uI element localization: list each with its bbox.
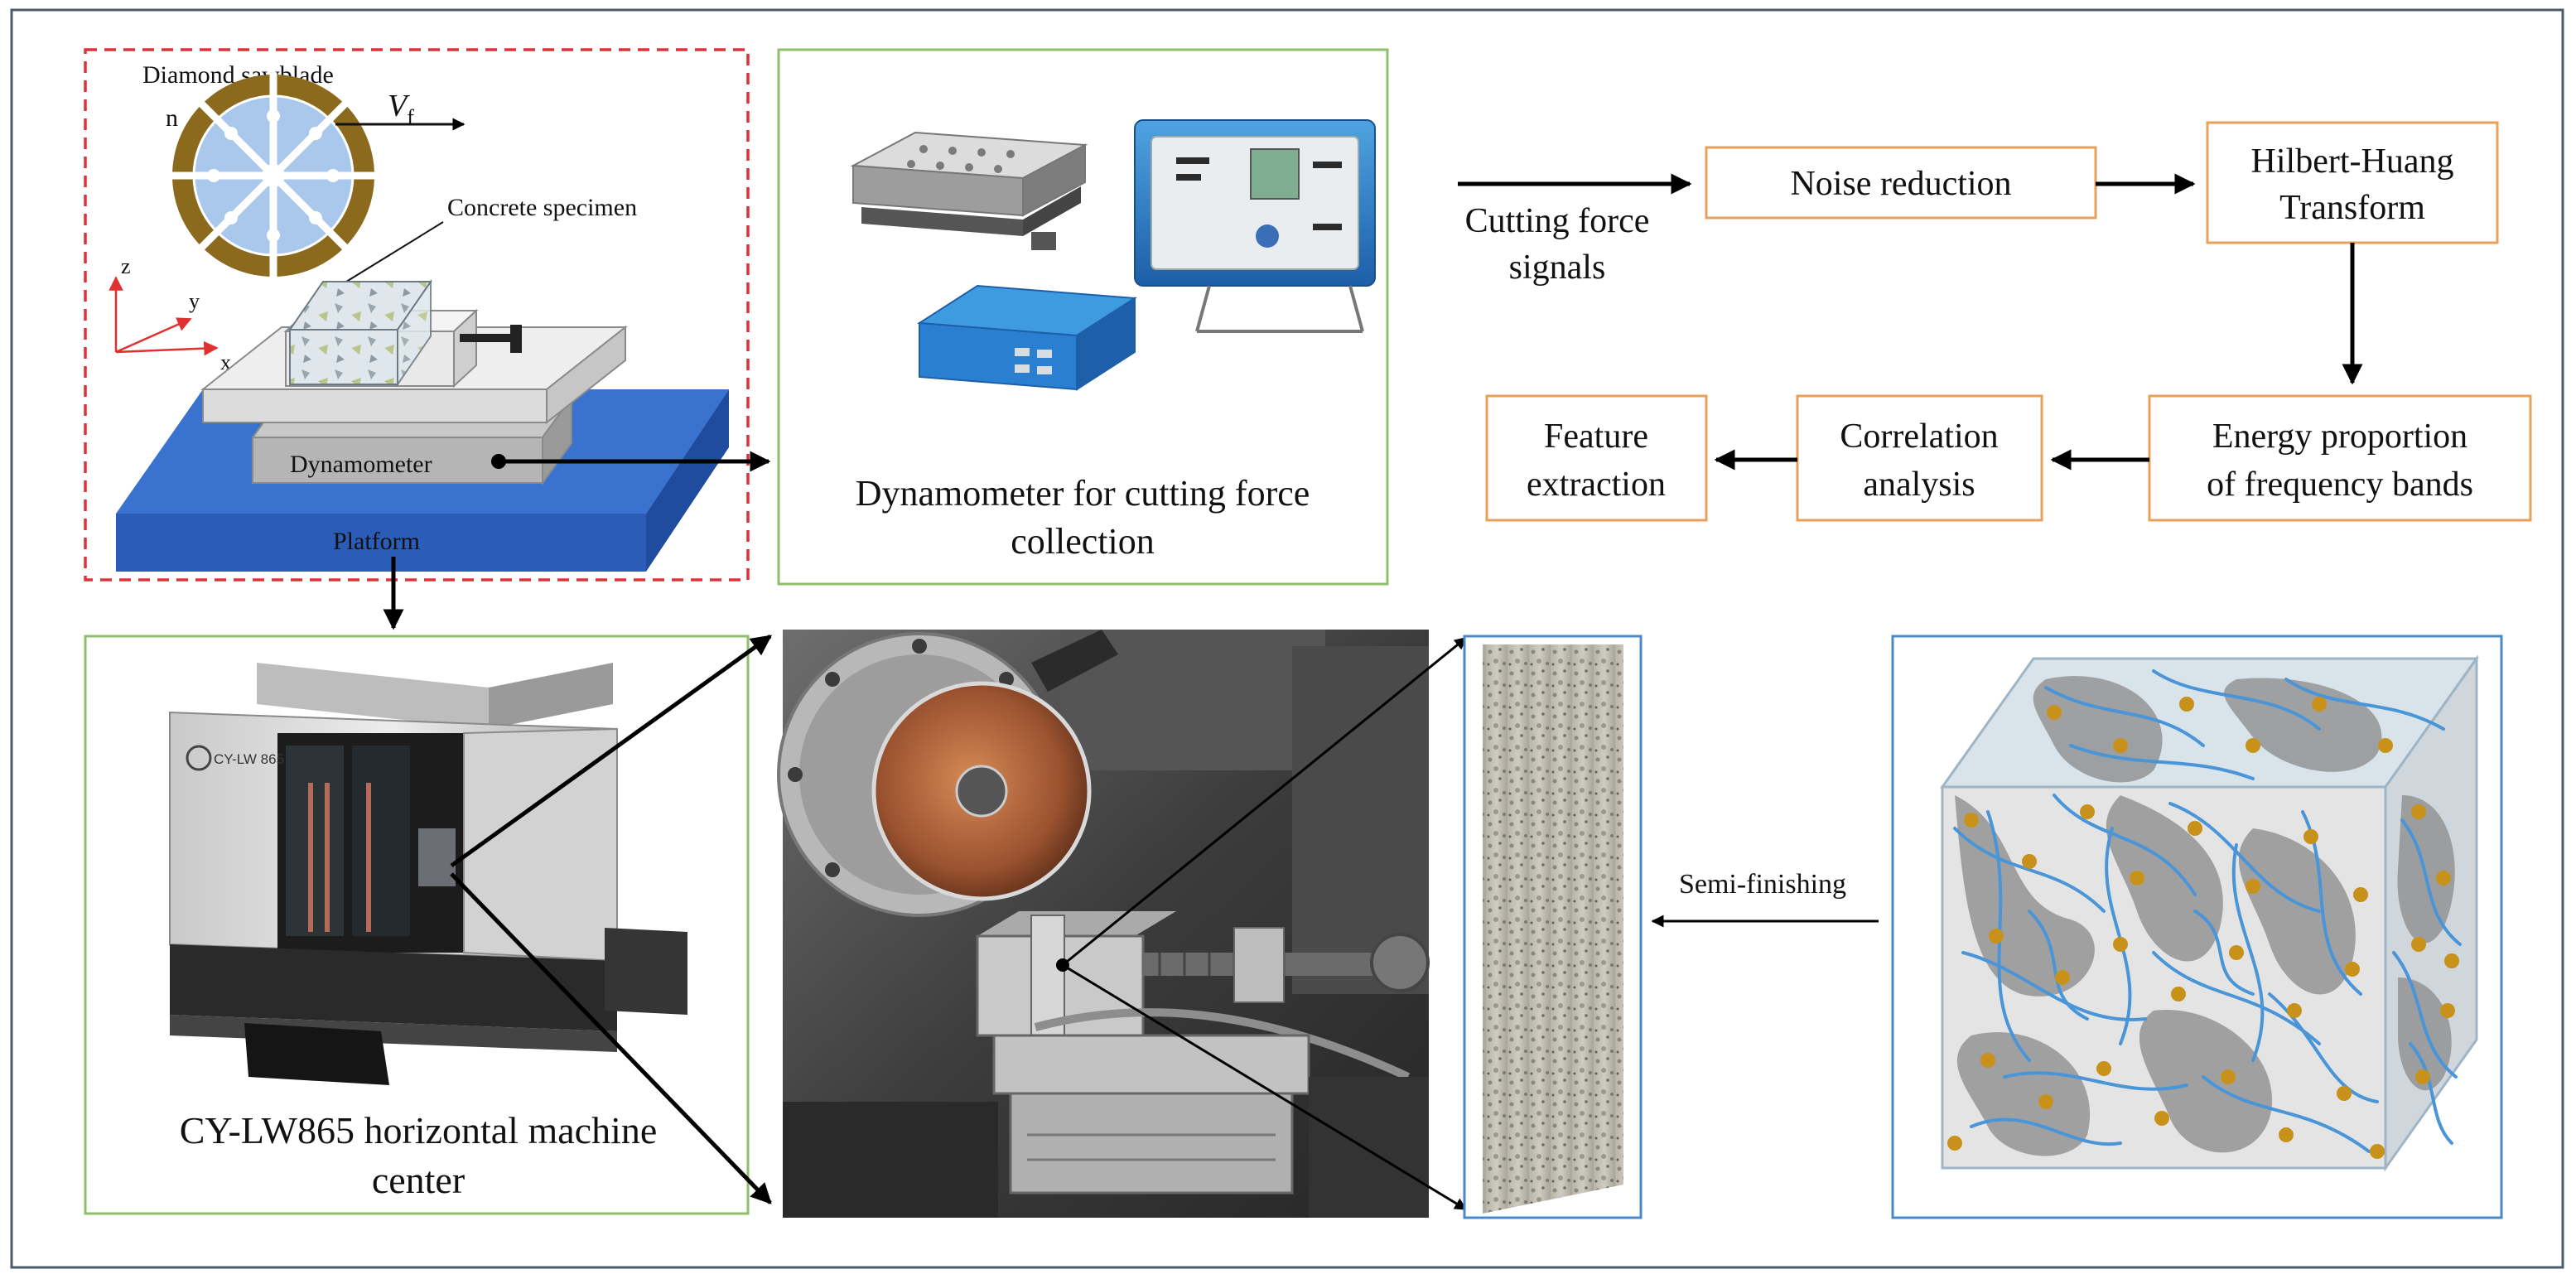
axis-y-label: y bbox=[189, 289, 200, 313]
arrow-photo-to-specimen-bottom bbox=[1062, 963, 1468, 1211]
correlation-box bbox=[1796, 394, 2043, 522]
arrow-machine-to-photo-top bbox=[450, 634, 773, 868]
machine-caption-line1: CY-LW865 horizontal machine bbox=[180, 1109, 658, 1151]
dynamometer-caption-line2: collection bbox=[1011, 521, 1155, 562]
arrow-machine-to-photo-bottom bbox=[450, 872, 772, 1204]
flow-input-line1: Cutting force bbox=[1465, 202, 1650, 240]
noise-reduction-label: Noise reduction bbox=[1790, 165, 2011, 203]
semi-finishing-label: Semi-finishing bbox=[1679, 869, 1846, 900]
hht-label-line1: Hilbert-Huang bbox=[2251, 142, 2454, 181]
dynamometer-caption-line1: Dynamometer for cutting force bbox=[856, 473, 1310, 514]
platform-label: Platform bbox=[333, 528, 420, 555]
daq-box-icon bbox=[916, 284, 1138, 391]
hht-label-line2: Transform bbox=[2279, 189, 2425, 227]
energy-label-line2: of frequency bands bbox=[2207, 466, 2473, 504]
outer-frame bbox=[10, 8, 2564, 1269]
axis-z-label: z bbox=[121, 254, 131, 278]
machine-panel: CY-LW 865 CY-LW865 horizontal machine ce… bbox=[84, 635, 750, 1215]
rotation-label: n bbox=[166, 104, 178, 132]
correlation-label-line2: analysis bbox=[1863, 466, 1975, 504]
fiber-concrete-cube bbox=[1940, 654, 2479, 1172]
concrete-specimen-photo bbox=[1483, 644, 1623, 1214]
specimen-leader bbox=[339, 221, 444, 287]
feed-label: Vf bbox=[388, 89, 414, 129]
concrete-specimen bbox=[288, 278, 432, 388]
charge-amplifier-icon bbox=[1134, 119, 1376, 333]
cutting-photo bbox=[777, 630, 1430, 1218]
fiber-cube-panel bbox=[1891, 635, 2503, 1219]
dynamometer-panel-border bbox=[777, 48, 1389, 586]
specimen-label: Concrete specimen bbox=[447, 194, 637, 221]
feature-box bbox=[1485, 394, 1708, 522]
force-plate-icon bbox=[850, 131, 1088, 250]
setup-panel: Diamond sawblade n bbox=[84, 48, 750, 582]
hht-box bbox=[2206, 121, 2499, 244]
arrow-photo-to-specimen-top bbox=[1062, 636, 1468, 967]
feature-label-line1: Feature bbox=[1544, 417, 1648, 456]
dynamometer-panel: Dynamometer for cutting force collection bbox=[777, 48, 1389, 586]
machine-caption-line2: center bbox=[372, 1159, 465, 1201]
energy-box bbox=[2148, 394, 2532, 522]
machine-brand-text: CY-LW 865 bbox=[214, 751, 284, 767]
energy-label-line1: Energy proportion bbox=[2212, 417, 2467, 456]
flow-input-line2: signals bbox=[1509, 249, 1606, 287]
noise-reduction-box bbox=[1705, 146, 2097, 220]
dynamometer-label: Dynamometer bbox=[290, 451, 432, 478]
signal-flowchart: Cutting force signals Noise reduction Hi… bbox=[1458, 121, 2532, 522]
coordinate-axes: z y x bbox=[109, 254, 231, 374]
machine-panel-border bbox=[84, 635, 750, 1215]
correlation-label-line1: Correlation bbox=[1840, 417, 1998, 456]
machine-center-illustration: CY-LW 865 bbox=[169, 663, 687, 1085]
setup-dashed-border bbox=[84, 48, 750, 582]
feature-label-line2: extraction bbox=[1527, 466, 1666, 504]
specimen-panel bbox=[1463, 635, 1643, 1219]
diamond-sawblade bbox=[171, 73, 376, 278]
